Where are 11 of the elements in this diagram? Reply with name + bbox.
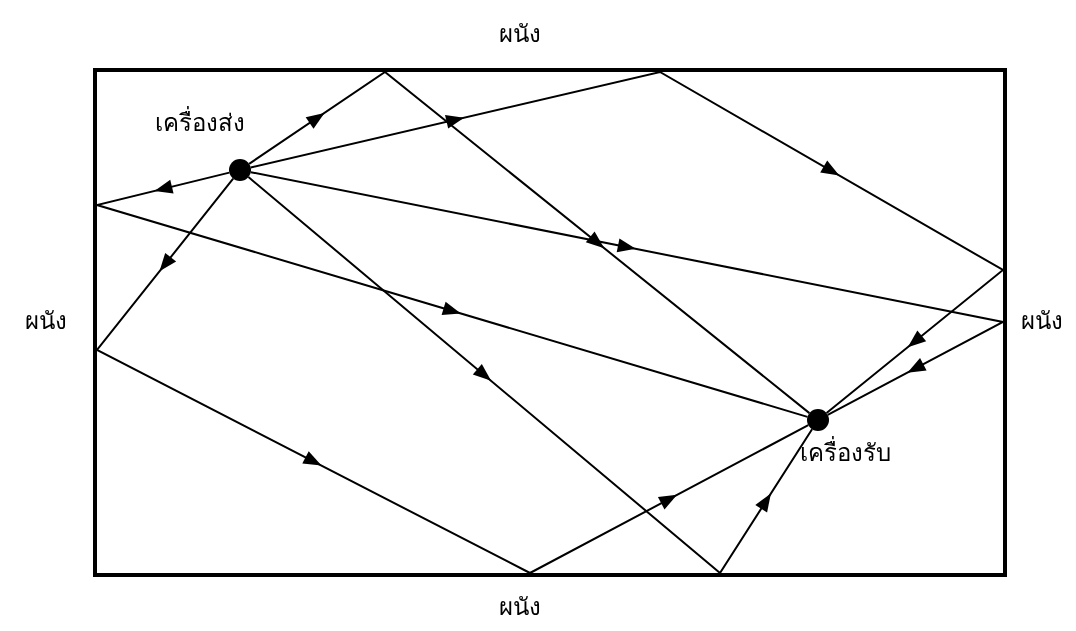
wall-label: ผนัง xyxy=(1021,306,1063,338)
device-label: เครื่องรับ xyxy=(800,438,891,470)
wall-label: ผนัง xyxy=(25,306,67,338)
signal-ray-arrow xyxy=(95,177,810,575)
wall-label: ผนัง xyxy=(499,592,541,624)
device-label: เครื่องส่ง xyxy=(155,108,245,140)
signal-ray-arrow xyxy=(248,70,811,415)
wall-label: ผนัง xyxy=(499,19,541,51)
signal-ray-arrow xyxy=(249,171,1006,416)
signal-ray-arrow xyxy=(247,176,814,575)
signal-ray-arrow xyxy=(249,70,1005,415)
